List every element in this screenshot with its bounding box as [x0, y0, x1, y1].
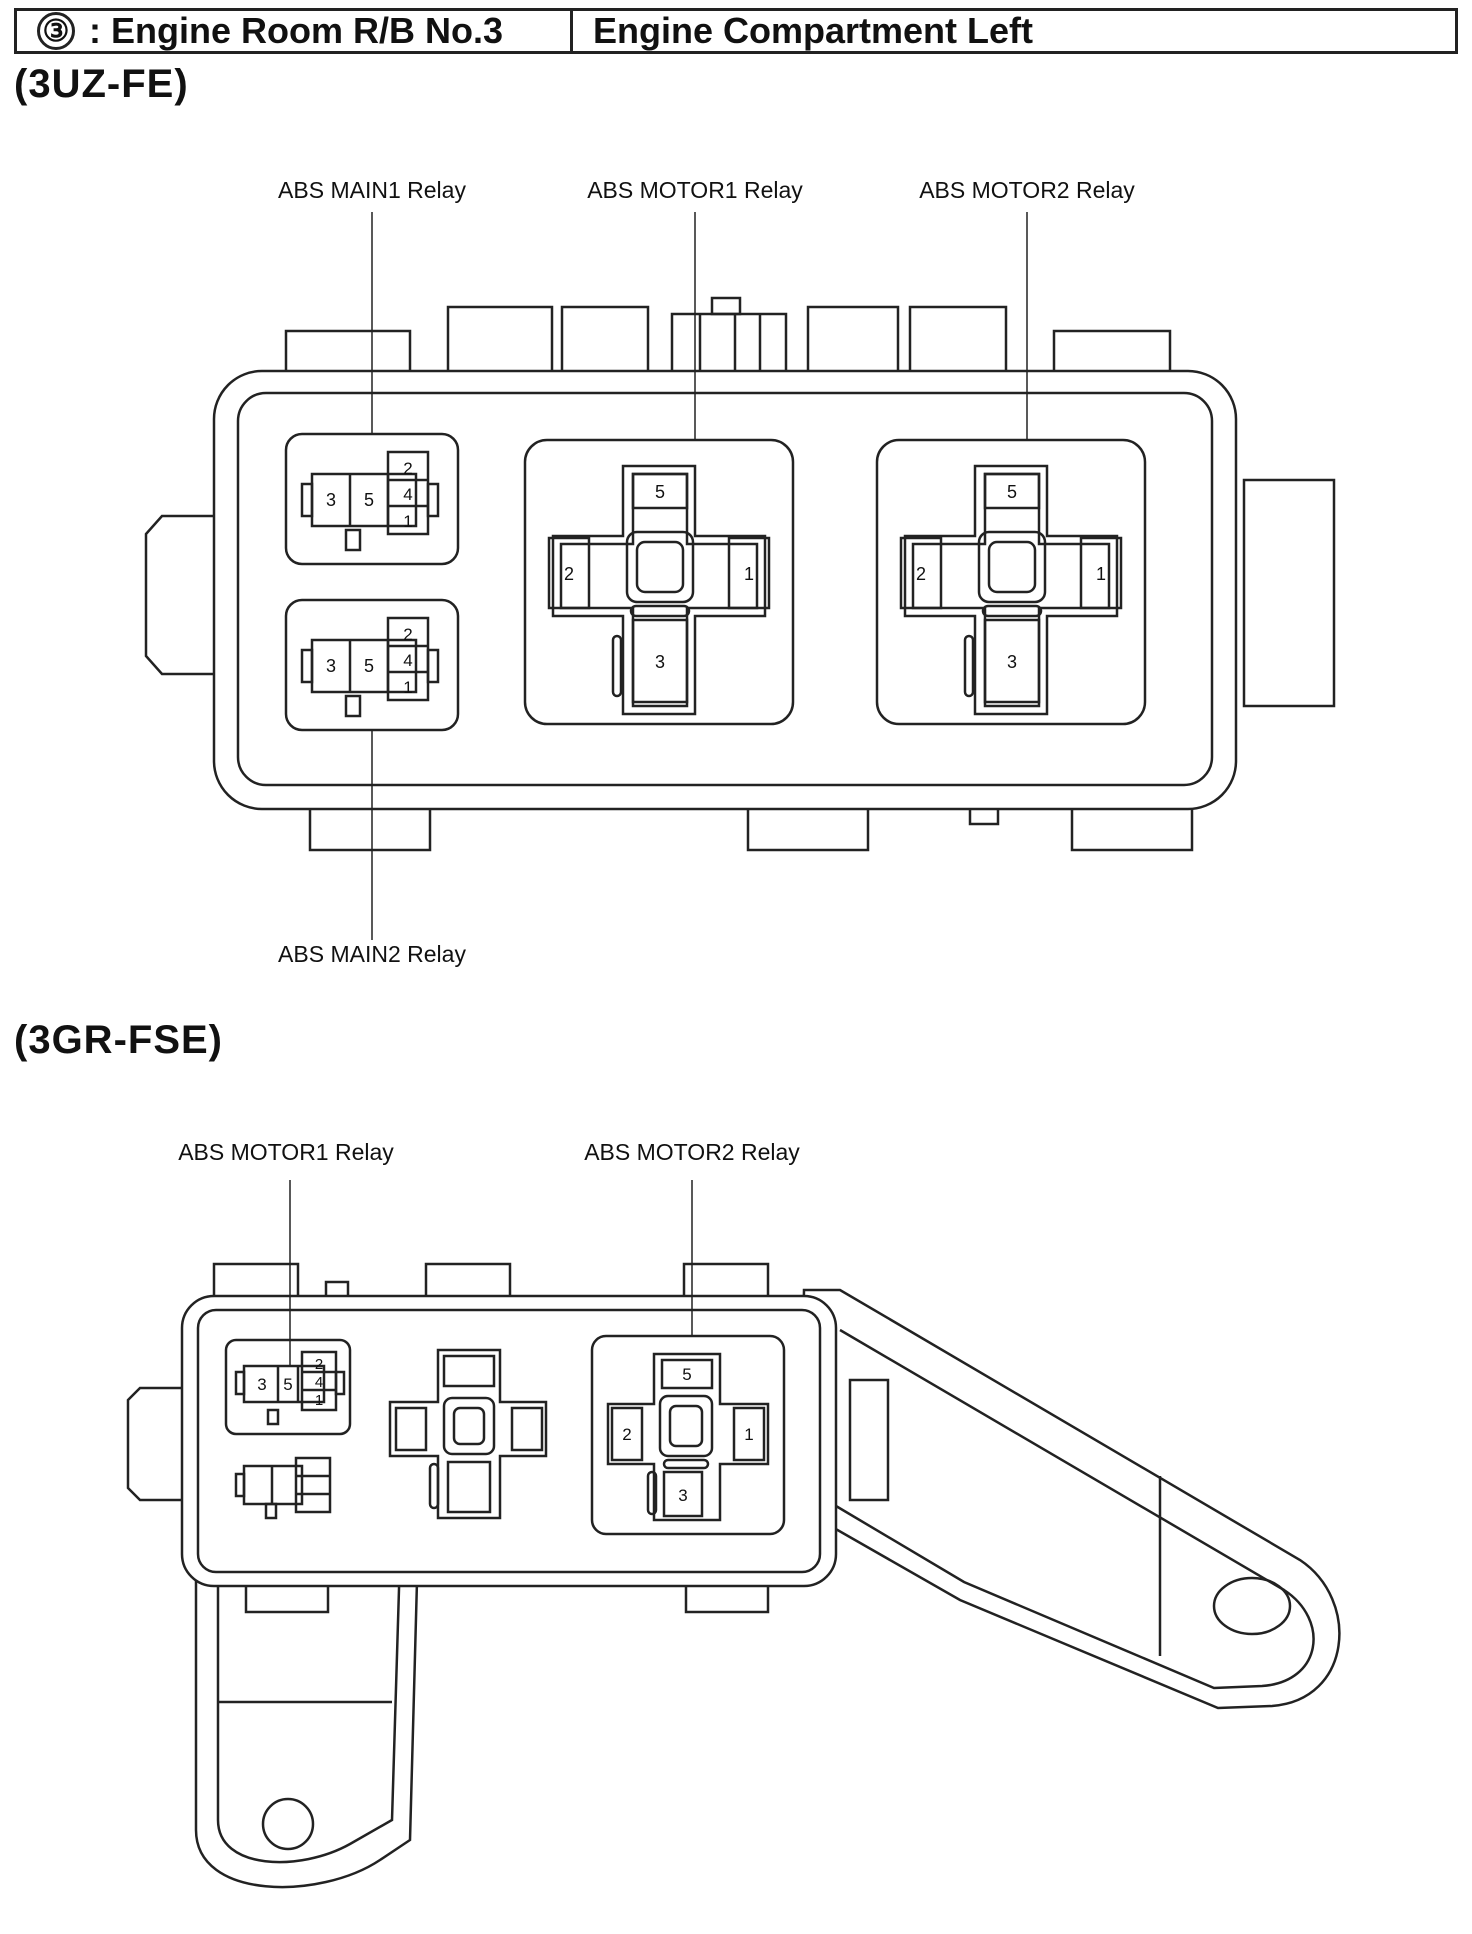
terminal-1: 1 [315, 1392, 323, 1409]
bracket-right-inner [835, 1328, 1315, 1690]
terminal-5: 5 [1007, 482, 1017, 502]
housing-tab [284, 329, 412, 375]
housing-tab [1070, 804, 1194, 852]
relay-block-3uz-fe: 3 5 2 4 1 3 5 2 4 1 [144, 177, 1336, 967]
terminal-4: 4 [403, 485, 412, 504]
terminal-3: 3 [678, 1486, 687, 1505]
label-abs-motor2-relay: ABS MOTOR2 Relay [919, 177, 1135, 203]
relay-block-cell: ③ : Engine Room R/B No.3 [17, 11, 573, 51]
empty-relay-socket [388, 1348, 548, 1520]
abs-motor1-relay-small: 3 5 2 4 1 [224, 1338, 352, 1436]
terminal-2: 2 [916, 564, 926, 584]
housing-outer [212, 369, 1238, 811]
abs-motor1-relay: 5 2 1 3 [523, 438, 795, 726]
bracket-hole-right [1212, 1576, 1292, 1636]
terminal-1: 1 [403, 678, 412, 697]
housing-tab [806, 305, 900, 375]
housing-inner [196, 1308, 822, 1574]
block-id-symbol: ③ [37, 12, 75, 50]
side-tab-right [1242, 478, 1336, 708]
terminal-5: 5 [682, 1365, 691, 1384]
terminal-2: 2 [622, 1425, 631, 1444]
terminal-2: 2 [403, 625, 412, 644]
label-abs-motor2-relay-3gr: ABS MOTOR2 Relay [584, 1139, 800, 1165]
housing-tab [746, 804, 870, 852]
terminal-3: 3 [655, 652, 665, 672]
terminal-1: 1 [744, 564, 754, 584]
mounting-bracket-right [798, 1288, 1341, 1710]
terminal-2: 2 [403, 459, 412, 478]
bracket-bottom-inner [216, 1489, 404, 1864]
relay-block-name: : Engine Room R/B No.3 [89, 10, 503, 51]
side-tab-left [144, 514, 218, 676]
terminal-5: 5 [655, 482, 665, 502]
leader-lines [371, 212, 1028, 940]
engine-label-3gr-fse: (3GR-FSE) [14, 1018, 223, 1062]
housing-tab [446, 305, 554, 375]
terminal-5: 5 [364, 490, 374, 510]
terminal-5: 5 [364, 656, 374, 676]
housing-tab [908, 305, 1008, 375]
label-abs-main1-relay: ABS MAIN1 Relay [278, 177, 466, 203]
terminal-1: 1 [403, 512, 412, 531]
leader-lines-3gr [289, 1180, 693, 1366]
terminal-1: 1 [1096, 564, 1106, 584]
terminal-2: 2 [315, 1356, 323, 1373]
label-abs-motor1-relay: ABS MOTOR1 Relay [587, 177, 803, 203]
terminal-2: 2 [564, 564, 574, 584]
terminal-1: 1 [744, 1425, 753, 1444]
terminal-3: 3 [1007, 652, 1017, 672]
housing-tab [560, 305, 650, 375]
engine-label-3uz-fe: (3UZ-FE) [14, 62, 189, 106]
bracket-hole-bottom [261, 1797, 315, 1851]
terminal-3: 3 [257, 1375, 266, 1394]
terminal-4: 4 [315, 1374, 323, 1391]
header-bar: ③ : Engine Room R/B No.3 Engine Compartm… [14, 8, 1458, 54]
terminal-3: 3 [326, 490, 336, 510]
housing-outer [180, 1294, 838, 1588]
location-cell: Engine Compartment Left [593, 10, 1034, 51]
terminal-5: 5 [283, 1375, 292, 1394]
housing-tab [710, 296, 742, 316]
abs-motor2-relay: 5 2 1 3 [875, 438, 1147, 726]
small-connector [234, 1456, 332, 1520]
terminal-3: 3 [326, 656, 336, 676]
housing-tab [308, 804, 432, 852]
label-abs-motor1-relay-3gr: ABS MOTOR1 Relay [178, 1139, 394, 1165]
housing-inner [236, 391, 1214, 787]
abs-motor2-relay: 5 2 1 3 [590, 1334, 786, 1536]
relay-block-3gr-fse: 3 5 2 4 1 [126, 1139, 1341, 1889]
housing-tab [1052, 329, 1172, 375]
terminal-4: 4 [403, 651, 412, 670]
label-abs-main2-relay: ABS MAIN2 Relay [278, 941, 466, 967]
